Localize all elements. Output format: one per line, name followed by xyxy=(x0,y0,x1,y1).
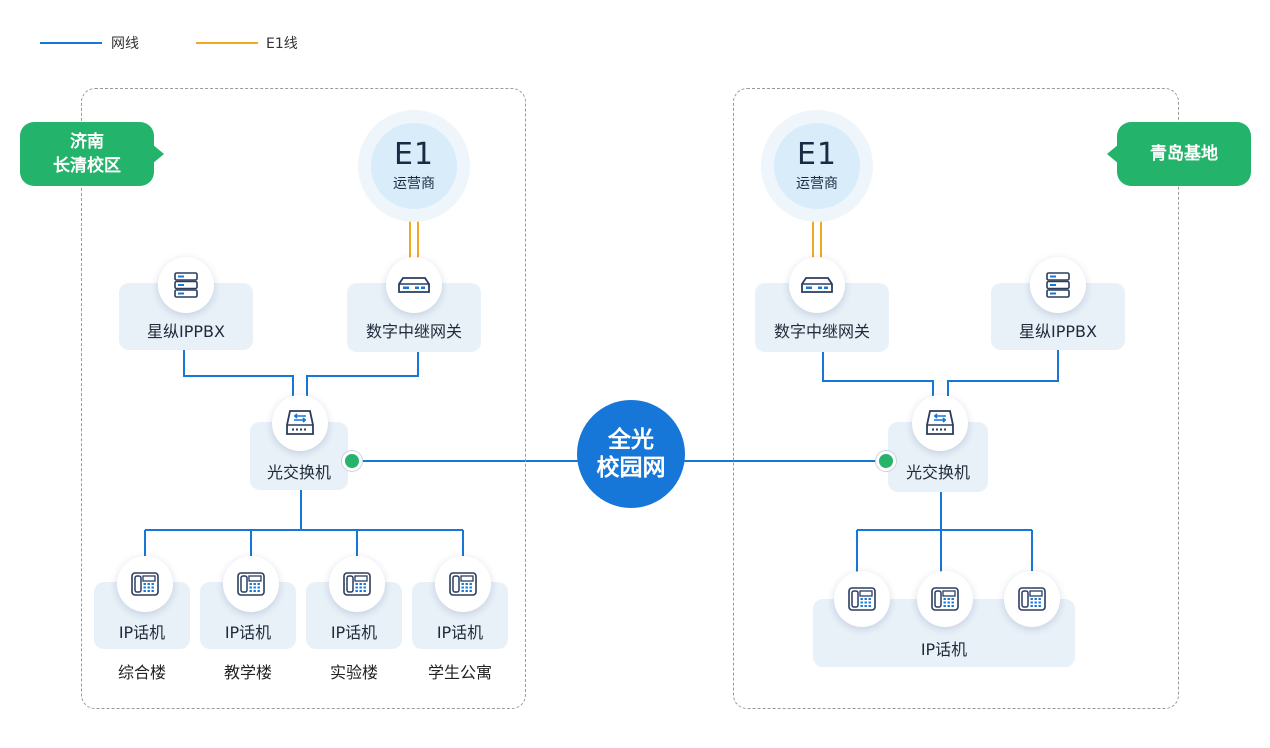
left-phone-icon-3 xyxy=(329,556,385,612)
left-carrier: E1 运营商 xyxy=(358,110,470,222)
right-phone-icon-2 xyxy=(917,571,973,627)
left-gateway-label: 数字中继网关 xyxy=(365,322,462,341)
right-phone-icon-3 xyxy=(1004,571,1060,627)
legend-e1-label: E1线 xyxy=(266,36,298,52)
left-phone-label-4: IP话机 xyxy=(436,623,484,642)
wire-right-gateway-switch xyxy=(822,352,934,396)
left-phone-label-2: IP话机 xyxy=(224,623,272,642)
left-phone-icon-1 xyxy=(117,556,173,612)
wire-left-pbx-switch xyxy=(183,350,294,396)
right-carrier-e1: E1 xyxy=(796,137,838,172)
left-pbx-server-icon xyxy=(158,257,214,313)
left-phone-label-3: IP话机 xyxy=(330,623,378,642)
left-pbx-label: 星纵IPPBX xyxy=(147,322,225,341)
right-switch-label: 光交换机 xyxy=(905,463,970,482)
left-gateway-device-icon xyxy=(386,257,442,313)
legend-network-line xyxy=(40,42,102,44)
left-building-4: 学生公寓 xyxy=(427,663,492,682)
right-site-label-text: 青岛基地 xyxy=(1150,144,1218,164)
right-pbx-label: 星纵IPPBX xyxy=(1019,322,1097,341)
left-site-label: 济南 长清校区 xyxy=(20,122,164,186)
left-phone-label-1: IP话机 xyxy=(118,623,166,642)
wire-right-pbx-switch xyxy=(947,350,1059,396)
left-building-3: 实验楼 xyxy=(329,663,378,682)
wire-left-gateway-switch xyxy=(306,352,419,396)
right-phones-label: IP话机 xyxy=(920,640,968,659)
right-carrier: E1 运营商 xyxy=(761,110,873,222)
right-site-label: 青岛基地 xyxy=(1107,122,1251,186)
campus-network-hub: 全光 校园网 xyxy=(577,400,685,508)
left-switch-port xyxy=(342,451,362,471)
right-phone-icon-1 xyxy=(834,571,890,627)
right-switch-port xyxy=(876,451,896,471)
right-pbx-server-icon xyxy=(1030,257,1086,313)
right-gateway-device-icon xyxy=(789,257,845,313)
right-region xyxy=(733,88,1179,709)
left-carrier-label: 运营商 xyxy=(393,176,435,192)
left-carrier-e1: E1 xyxy=(393,137,435,172)
right-switch-icon xyxy=(912,395,968,451)
left-site-label-text: 济南 长清校区 xyxy=(53,132,121,176)
left-phone-icon-4 xyxy=(435,556,491,612)
left-switch-label: 光交换机 xyxy=(266,463,331,482)
left-building-2: 教学楼 xyxy=(223,663,272,682)
left-building-1: 综合楼 xyxy=(117,663,166,682)
left-phone-icon-2 xyxy=(223,556,279,612)
legend-network-label: 网线 xyxy=(111,36,139,52)
right-gateway-label: 数字中继网关 xyxy=(773,322,870,341)
legend-e1-line xyxy=(196,42,258,44)
right-carrier-label: 运营商 xyxy=(796,176,838,192)
left-switch-icon xyxy=(272,395,328,451)
left-region xyxy=(81,88,526,709)
